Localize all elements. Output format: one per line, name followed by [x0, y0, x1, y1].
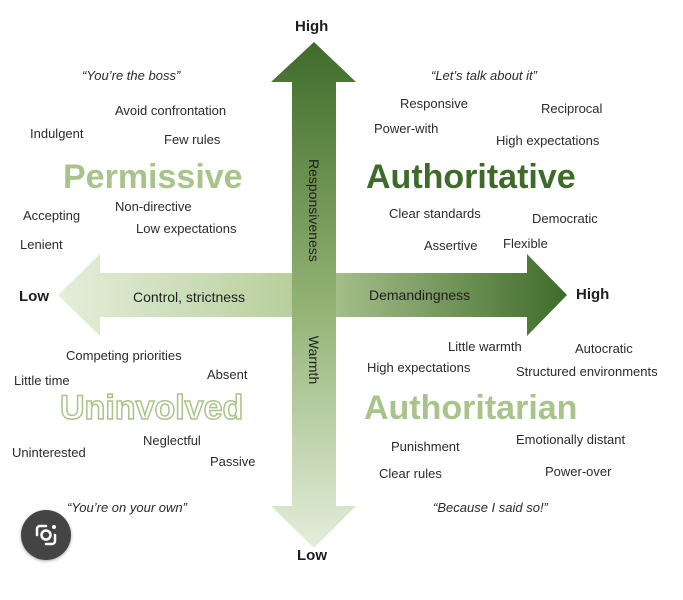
authoritarian-trait: Structured environments [516, 364, 658, 379]
authoritative-quote: “Let’s talk about it” [431, 68, 537, 83]
vertical-arrow [271, 42, 356, 548]
uninvolved-title: Uninvolved [59, 388, 244, 428]
permissive-trait: Low expectations [136, 221, 237, 236]
permissive-trait: Lenient [20, 237, 63, 252]
axis-right-high: High [576, 286, 610, 303]
authoritative-trait: Democratic [532, 211, 598, 226]
uninvolved-trait: Absent [207, 367, 248, 382]
axis-bottom-low: Low [297, 547, 327, 564]
authoritarian-trait: Emotionally distant [516, 432, 626, 447]
google-lens-icon[interactable] [21, 510, 71, 560]
authoritarian-trait: High expectations [367, 360, 471, 375]
permissive-trait: Non-directive [115, 199, 192, 214]
authoritative-title: Authoritative [366, 158, 576, 196]
permissive-trait: Accepting [23, 208, 81, 223]
demandingness-label: Demandingness [369, 287, 471, 303]
authoritative-trait: Flexible [503, 236, 548, 251]
warmth-label: Warmth [306, 335, 322, 385]
uninvolved-trait: Passive [210, 454, 256, 469]
permissive-trait: Indulgent [30, 126, 84, 141]
uninvolved-trait: Neglectful [143, 433, 201, 448]
uninvolved-trait: Competing priorities [66, 348, 182, 363]
authoritarian-trait: Autocratic [575, 341, 633, 356]
authoritative-trait: Reciprocal [541, 101, 603, 116]
permissive-trait: Avoid confrontation [115, 103, 227, 118]
axis-top-high: High [295, 18, 329, 35]
uninvolved-trait: Uninterested [12, 445, 86, 460]
authoritarian-quote: “Because I said so!” [433, 500, 548, 515]
authoritative-trait: Responsive [400, 96, 468, 111]
uninvolved-quote: “You’re on your own” [67, 500, 187, 515]
permissive-quote: “You’re the boss” [82, 68, 181, 83]
authoritative-trait: Assertive [424, 238, 478, 253]
permissive-trait: Few rules [164, 132, 221, 147]
permissive-title: Permissive [63, 158, 243, 196]
authoritarian-trait: Power-over [545, 464, 612, 479]
authoritarian-title: Authoritarian [364, 389, 578, 427]
authoritative-trait: High expectations [496, 133, 600, 148]
authoritative-trait: Clear standards [389, 206, 481, 221]
control-strictness-label: Control, strictness [133, 289, 246, 305]
authoritative-trait: Power-with [374, 121, 439, 136]
authoritarian-trait: Little warmth [448, 339, 522, 354]
axis-left-low: Low [19, 288, 49, 305]
authoritarian-trait: Clear rules [379, 466, 442, 481]
authoritarian-trait: Punishment [391, 439, 460, 454]
uninvolved-trait: Little time [14, 373, 70, 388]
responsiveness-label: Responsiveness [306, 159, 322, 262]
